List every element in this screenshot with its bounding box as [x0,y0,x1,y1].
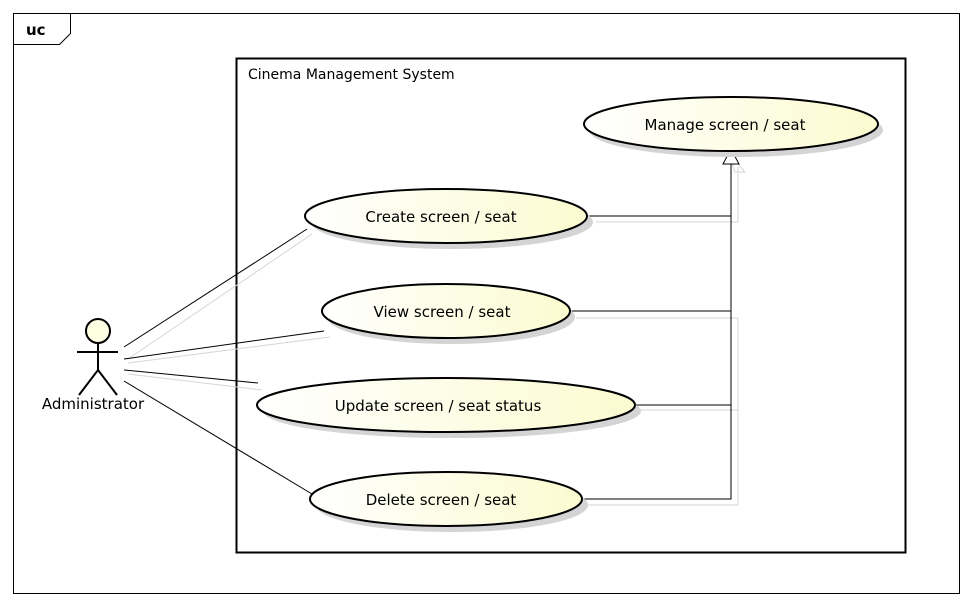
association-delete [123,380,313,495]
system-name: Cinema Management System [248,67,455,83]
use-case-view-label: View screen / seat [374,303,511,321]
use-case-create[interactable]: Create screen / seat [304,188,593,249]
frame-tag: uc [26,21,46,39]
actor-administrator[interactable] [77,318,118,396]
system-boundary [235,57,907,554]
use-case-update[interactable]: Update screen / seat status [256,377,641,438]
use-case-delete[interactable]: Delete screen / seat [309,471,588,532]
frame-tag-box [13,13,71,45]
association-view [123,330,325,360]
actor-head [85,318,111,344]
use-case-create-label: Create screen / seat [365,208,516,226]
diagram-frame [13,13,960,594]
use-case-view[interactable]: View screen / seat [321,283,575,344]
use-case-update-label: Update screen / seat status [335,397,542,415]
generalization-create [588,164,732,217]
actor-name: Administrator [42,395,145,413]
line-shadows [127,167,739,506]
use-case-manage[interactable]: Manage screen / seat [583,96,883,157]
association-update [123,369,259,384]
association-create [123,228,308,348]
use-case-manage-label: Manage screen / seat [645,116,806,134]
generalization-delete [582,216,732,500]
use-case-delete-label: Delete screen / seat [366,491,517,509]
